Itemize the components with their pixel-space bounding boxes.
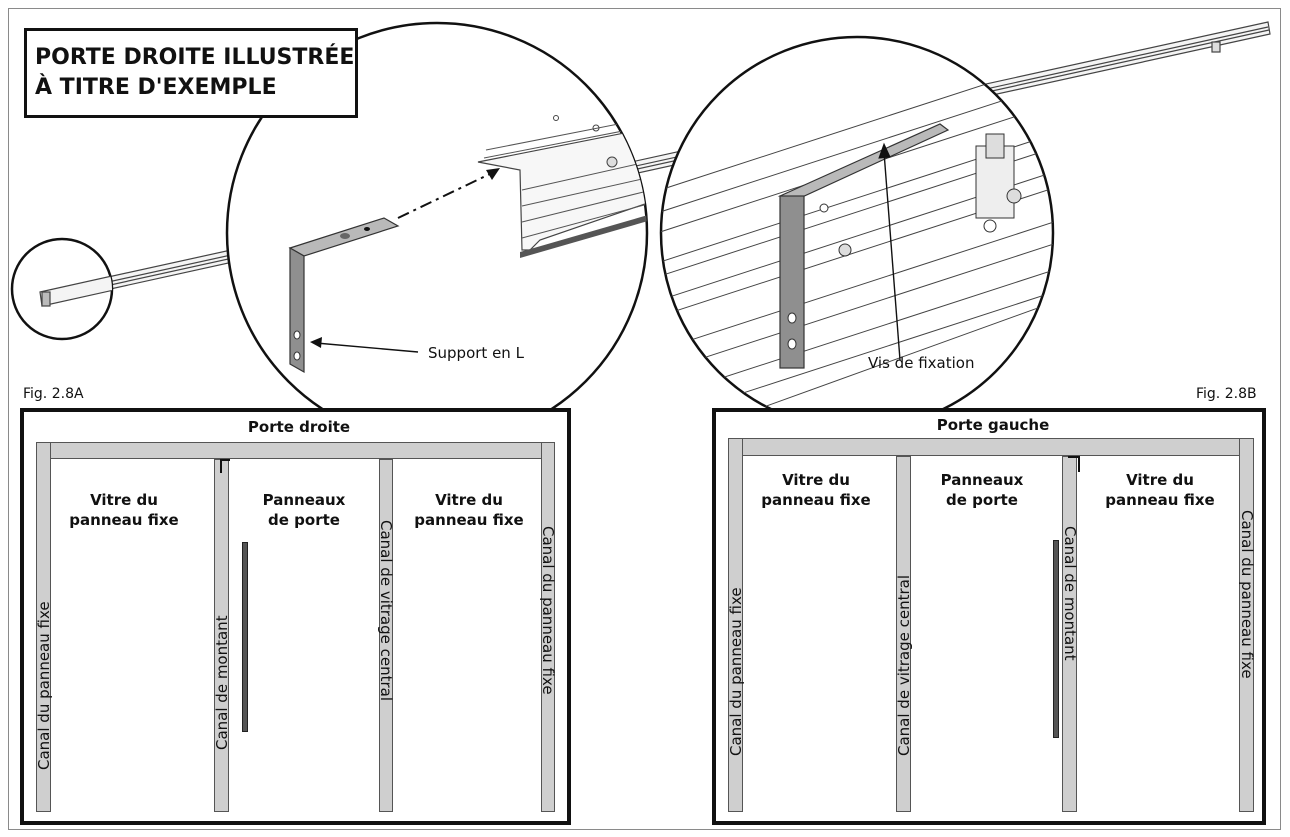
screw-label: Vis de fixation (868, 354, 975, 372)
illustration-note: PORTE DROITE ILLUSTRÉE À TITRE D'EXEMPLE (24, 28, 358, 118)
door-handle (242, 542, 248, 732)
l-bracket-label: Support en L (428, 344, 524, 362)
left-door-title: Porte gauche (936, 416, 1050, 434)
detail-circle-b (659, 35, 1055, 431)
right-door-jamb-label: Canal de montant (213, 615, 231, 750)
l-bracket-leader (310, 337, 419, 353)
right-door-diagram: Porte droite Vitre du panneau fixe Panne… (20, 408, 571, 825)
title-line-2: À TITRE D'EXEMPLE (35, 75, 277, 100)
header-track (36, 442, 555, 459)
jamb-bracket-mark (220, 459, 230, 473)
right-door-title: Porte droite (247, 418, 351, 436)
figure-b-label: Fig. 2.8B (1196, 386, 1257, 402)
left-door-diagram: Porte gauche Vitre du panneau fixe Panne… (712, 408, 1266, 825)
door-handle (1053, 540, 1059, 738)
right-door-center-label: Canal de vitrage central (377, 520, 395, 702)
detail-circle-a (225, 21, 649, 445)
center-glazing-channel (379, 459, 393, 812)
right-door-fixed-glass-2: Vitre du panneau fixe (414, 491, 524, 529)
figure-a-label: Fig. 2.8A (23, 386, 84, 402)
header-track (728, 438, 1254, 456)
left-door-jamb-label: Canal de montant (1061, 526, 1079, 661)
left-door-fixed-glass-1: Vitre du panneau fixe (761, 471, 871, 509)
left-fixed-channel (728, 438, 743, 812)
jamb-bracket-mark (1068, 456, 1080, 472)
right-fixed-channel (541, 442, 555, 812)
right-fixed-channel (1239, 438, 1254, 812)
left-door-fixed-glass-2: Vitre du panneau fixe (1105, 471, 1215, 509)
right-door-fixed-glass-1: Vitre du panneau fixe (69, 491, 179, 529)
left-door-panels: Panneaux de porte (940, 471, 1024, 509)
rail-end-detail (10, 237, 114, 341)
left-door-center-label: Canal de vitrage central (895, 574, 913, 756)
right-door-channel-right-label: Canal du panneau fixe (539, 526, 557, 695)
left-door-channel-right-label: Canal du panneau fixe (1238, 510, 1256, 679)
title-line-1: PORTE DROITE ILLUSTRÉE (35, 45, 355, 70)
page-frame (8, 8, 1281, 830)
left-door-channel-left-label: Canal du panneau fixe (727, 587, 745, 756)
left-fixed-channel (36, 442, 51, 812)
right-door-panels: Panneaux de porte (262, 491, 346, 529)
right-door-channel-left-label: Canal du panneau fixe (35, 601, 53, 770)
center-glazing-channel (896, 456, 911, 812)
